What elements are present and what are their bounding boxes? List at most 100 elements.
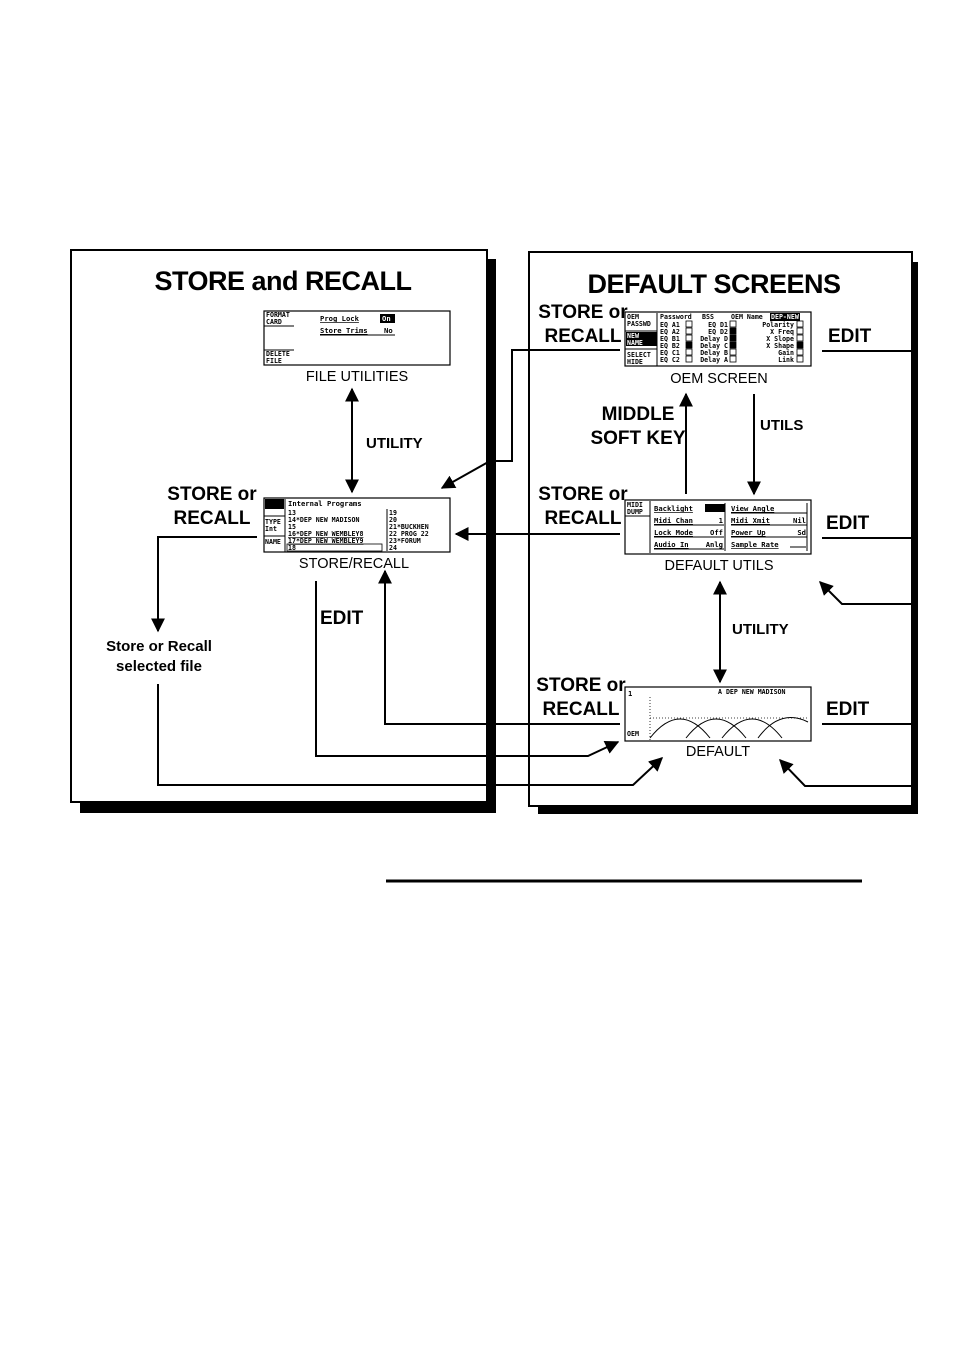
prog-lock-value[interactable]: On <box>382 314 391 323</box>
oem-screen[interactable]: OEM PASSWD NEW NAME SELECT HIDE Password… <box>624 311 812 367</box>
delete-file-key-line1[interactable]: DELETE <box>266 350 290 358</box>
eq-a1-checkbox[interactable] <box>685 320 693 328</box>
new-name-key-line1[interactable]: NEW <box>627 332 639 340</box>
midi-chan-label: Midi Chan <box>654 516 693 525</box>
oem-col2[interactable]: EQ D1 EQ D2 Delay D Delay C Delay B Dela… <box>700 320 737 364</box>
polarity-checkbox[interactable] <box>796 320 804 328</box>
view-angle-label: View Angle <box>731 504 775 513</box>
edit-return-arrow-default <box>779 758 912 787</box>
eq-d2-checkbox[interactable] <box>729 327 737 335</box>
new-name-key-line2[interactable]: NAME <box>627 339 643 347</box>
oem-key-line2[interactable]: PASSWD <box>627 320 651 328</box>
oem-name-value[interactable]: DEP-NEW <box>771 313 799 321</box>
eq-c1-checkbox[interactable] <box>685 348 693 356</box>
program-15[interactable]: 15 <box>288 523 296 531</box>
format-card-key-line1[interactable]: FORMAT <box>266 311 290 319</box>
program-17[interactable]: 17*DEP NEW WEMBLEY9 <box>288 537 363 545</box>
select-key-line1[interactable]: SELECT <box>627 351 651 359</box>
default-utils-screen[interactable]: MIDI DUMP Backlight Midi Chan 1 Lock Mod… <box>624 499 812 555</box>
eq-b1-checkbox[interactable] <box>685 334 693 342</box>
delete-file-key-line2[interactable]: FILE <box>266 357 282 365</box>
type-key-line1[interactable]: TYPE <box>265 518 281 526</box>
delay-a-checkbox[interactable] <box>729 355 737 363</box>
delay-b: Delay B <box>700 349 728 357</box>
midi-xmit-value[interactable]: Nil <box>793 516 806 525</box>
program-24[interactable]: 24 <box>389 544 397 552</box>
backlight-value[interactable] <box>705 504 725 512</box>
eq-a2: EQ A2 <box>660 328 680 336</box>
store-recall-title: STORE and RECALL <box>154 266 411 296</box>
eq-d1: EQ D1 <box>708 321 728 329</box>
midi-dump-key-line2[interactable]: DUMP <box>627 508 643 516</box>
eq-d2: EQ D2 <box>708 328 728 336</box>
program-18[interactable]: 18 <box>288 544 296 552</box>
program-23[interactable]: 23*FORUM <box>389 537 421 545</box>
delay-c: Delay C <box>700 342 728 350</box>
password-value[interactable]: BSS <box>702 313 714 321</box>
edit-label-default: EDIT <box>826 699 870 720</box>
default-screen[interactable]: 1 A DEP NEW MADISON OEM <box>624 686 812 742</box>
program-22[interactable]: 22 PROG 22 <box>389 530 429 538</box>
power-up-label: Power Up <box>731 528 766 537</box>
default-store-recall-to-store-recall-arrow <box>378 569 620 725</box>
program-20[interactable]: 20 <box>389 516 397 524</box>
edit-label-utils: EDIT <box>826 513 870 534</box>
program-list-col1[interactable]: 13 14*DEP NEW MADISON 15 16*DEP NEW WEMB… <box>286 509 383 552</box>
oem-col3[interactable]: Polarity X Freq X Slope X Shape Gain Lin… <box>762 320 804 364</box>
default-header: A DEP NEW MADISON <box>718 688 786 696</box>
oem-col1[interactable]: EQ A1 EQ A2 EQ B1 EQ B2 EQ C1 EQ C2 <box>660 320 693 364</box>
name-key[interactable]: NAME <box>265 538 281 546</box>
select-key-line2[interactable]: HIDE <box>627 358 643 366</box>
midi-dump-key-line1[interactable]: MIDI <box>627 501 643 509</box>
file-utilities-screen[interactable]: FORMAT CARD DELETE FILE Prog Lock On Sto… <box>263 310 451 366</box>
type-key-line2[interactable]: Int <box>265 525 277 533</box>
eq-b2: EQ B2 <box>660 342 680 350</box>
edit-label-left: EDIT <box>320 608 364 629</box>
gain-checkbox[interactable] <box>796 348 804 356</box>
store-recall-caption: STORE/RECALL <box>299 556 409 572</box>
program-14[interactable]: 14*DEP NEW MADISON <box>288 516 359 524</box>
file-utilities-caption: FILE UTILITIES <box>306 369 408 385</box>
delay-b-checkbox[interactable] <box>729 348 737 356</box>
store-recall-screen[interactable]: TYPE Int NAME Internal Programs 13 14*DE… <box>263 497 451 553</box>
delay-c-checkbox[interactable] <box>729 341 737 349</box>
program-19[interactable]: 19 <box>389 509 397 517</box>
oem-soft-key[interactable]: OEM <box>627 730 639 738</box>
eq-a2-checkbox[interactable] <box>685 327 693 335</box>
lock-mode-value[interactable]: Off <box>710 528 723 537</box>
polarity: Polarity <box>762 321 794 329</box>
utility-label-left: UTILITY <box>366 435 423 452</box>
link-checkbox[interactable] <box>796 355 804 363</box>
store-trims-value[interactable]: No <box>384 326 393 335</box>
eq-b2-checkbox[interactable] <box>685 341 693 349</box>
x-freq: X Freq <box>770 328 794 336</box>
oem-key-line1[interactable]: OEM <box>627 313 639 321</box>
oem-to-store-recall-arrow <box>440 349 620 489</box>
program-list-col2[interactable]: 19 20 21*BUCKHEN 22 PROG 22 23*FORUM 24 <box>389 509 429 552</box>
program-number: 1 <box>628 689 632 698</box>
eq-d1-checkbox[interactable] <box>729 320 737 328</box>
backlight-label: Backlight <box>654 504 693 513</box>
program-13[interactable]: 13 <box>288 509 296 517</box>
format-card-key-line2[interactable]: CARD <box>266 318 282 326</box>
internal-programs-header: Internal Programs <box>288 499 362 508</box>
delay-d-checkbox[interactable] <box>729 334 737 342</box>
x-shape-checkbox[interactable] <box>796 341 804 349</box>
audio-in-value[interactable]: Anlg <box>706 540 723 549</box>
eq-c1: EQ C1 <box>660 349 680 357</box>
store-file-text-line2: selected file <box>116 658 202 675</box>
program-21[interactable]: 21*BUCKHEN <box>389 523 429 531</box>
recall-label-default: RECALL <box>542 699 619 720</box>
x-slope-checkbox[interactable] <box>796 334 804 342</box>
eq-curves <box>649 717 809 739</box>
sample-rate-label: Sample Rate <box>731 540 779 549</box>
midi-chan-value[interactable]: 1 <box>719 516 723 525</box>
recall-label-utils: RECALL <box>544 508 621 529</box>
default-utils-caption: DEFAULT UTILS <box>664 558 773 574</box>
eq-c2-checkbox[interactable] <box>685 355 693 363</box>
power-up-value[interactable]: Sd <box>797 528 806 537</box>
edit-return-arrow-utils <box>819 581 912 605</box>
program-16[interactable]: 16*DEP NEW WEMBLEY8 <box>288 530 363 538</box>
midi-xmit-label: Midi Xmit <box>731 516 770 525</box>
x-freq-checkbox[interactable] <box>796 327 804 335</box>
